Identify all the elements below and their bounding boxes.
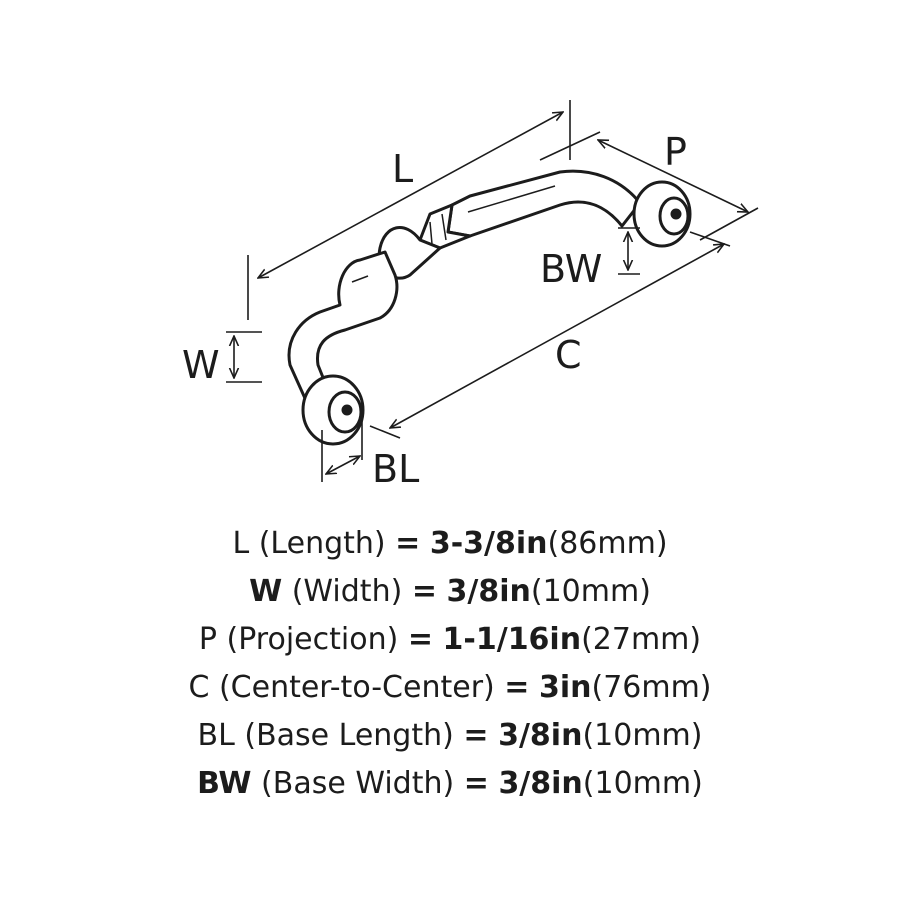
label-l: L [392,147,413,191]
label-bl: BL [372,447,419,491]
handle-dimension-drawing: L P BW C W BL [182,100,759,491]
label-p: P [664,130,687,174]
spec-width: W (Width) = 3/8in(10mm) [249,574,651,609]
specification-list: L (Length) = 3-3/8in(86mm) W (Width) = 3… [0,520,900,808]
spec-center-to-center: C (Center-to-Center) = 3in(76mm) [188,670,712,705]
label-c: C [555,333,582,377]
spec-length: L (Length) = 3-3/8in(86mm) [232,526,668,561]
spec-projection: P (Projection) = 1-1/16in(27mm) [198,622,702,657]
spec-base-length: BL (Base Length) = 3/8in(10mm) [197,718,703,753]
spec-base-width: BW (Base Width) = 3/8in(10mm) [197,766,703,801]
label-w: W [182,343,220,387]
label-bw: BW [540,247,602,291]
cabinet-pull-outline [287,169,692,446]
